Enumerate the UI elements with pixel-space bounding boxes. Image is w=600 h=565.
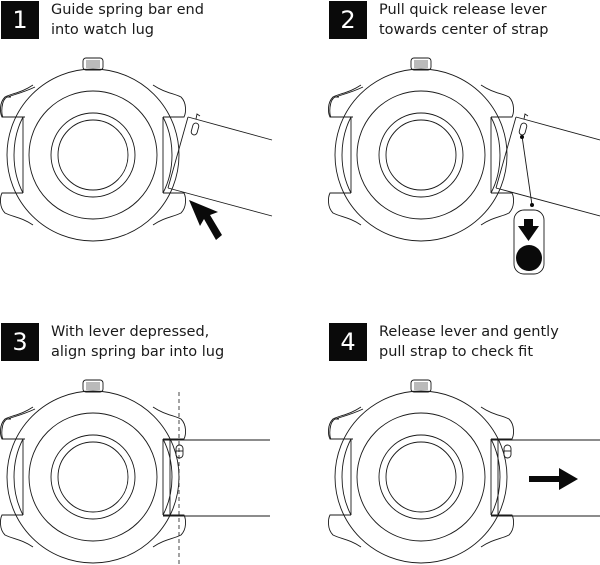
step-1-number-badge: 1 <box>1 1 39 39</box>
step-2-line-1: Pull quick release lever <box>379 2 547 18</box>
step-3-strap <box>163 439 270 517</box>
right-arrow-icon <box>529 468 578 490</box>
diagonal-arrow-icon <box>189 200 222 240</box>
step-3-header: 3 With lever depressed, align spring bar… <box>1 322 224 362</box>
step-3-instruction: With lever depressed, align spring bar i… <box>51 322 224 362</box>
step-4-watch-illustration <box>328 379 600 564</box>
step-4-instruction: Release lever and gently pull strap to c… <box>379 322 559 362</box>
press-down-lever-icon <box>513 209 545 275</box>
step-3-number-badge: 3 <box>1 323 39 361</box>
step-1-watch-illustration <box>0 57 273 242</box>
step-3-line-1: With lever depressed, <box>51 324 210 340</box>
step-1-line-2: into watch lug <box>51 22 155 38</box>
step-1-header: 1 Guide spring bar end into watch lug <box>1 0 204 40</box>
step-4-line-2: pull strap to check fit <box>379 344 534 360</box>
step-4-line-1: Release lever and gently <box>379 324 559 340</box>
step-2-strap <box>495 113 600 217</box>
step-2-header: 2 Pull quick release lever towards cente… <box>329 0 549 40</box>
step-1-line-1: Guide spring bar end <box>51 2 204 18</box>
step-2-number-badge: 2 <box>329 1 367 39</box>
step-1-instruction: Guide spring bar end into watch lug <box>51 0 204 40</box>
step-1-strap <box>167 113 273 217</box>
step-4-header: 4 Release lever and gently pull strap to… <box>329 322 559 362</box>
step-4-strap <box>491 439 600 517</box>
step-4-number-badge: 4 <box>329 323 367 361</box>
step-2-watch-illustration <box>328 57 600 275</box>
step-3-line-2: align spring bar into lug <box>51 344 225 360</box>
step-2-instruction: Pull quick release lever towards center … <box>379 0 549 40</box>
step-2-line-2: towards center of strap <box>379 22 549 38</box>
step-3-watch-illustration <box>0 379 270 565</box>
